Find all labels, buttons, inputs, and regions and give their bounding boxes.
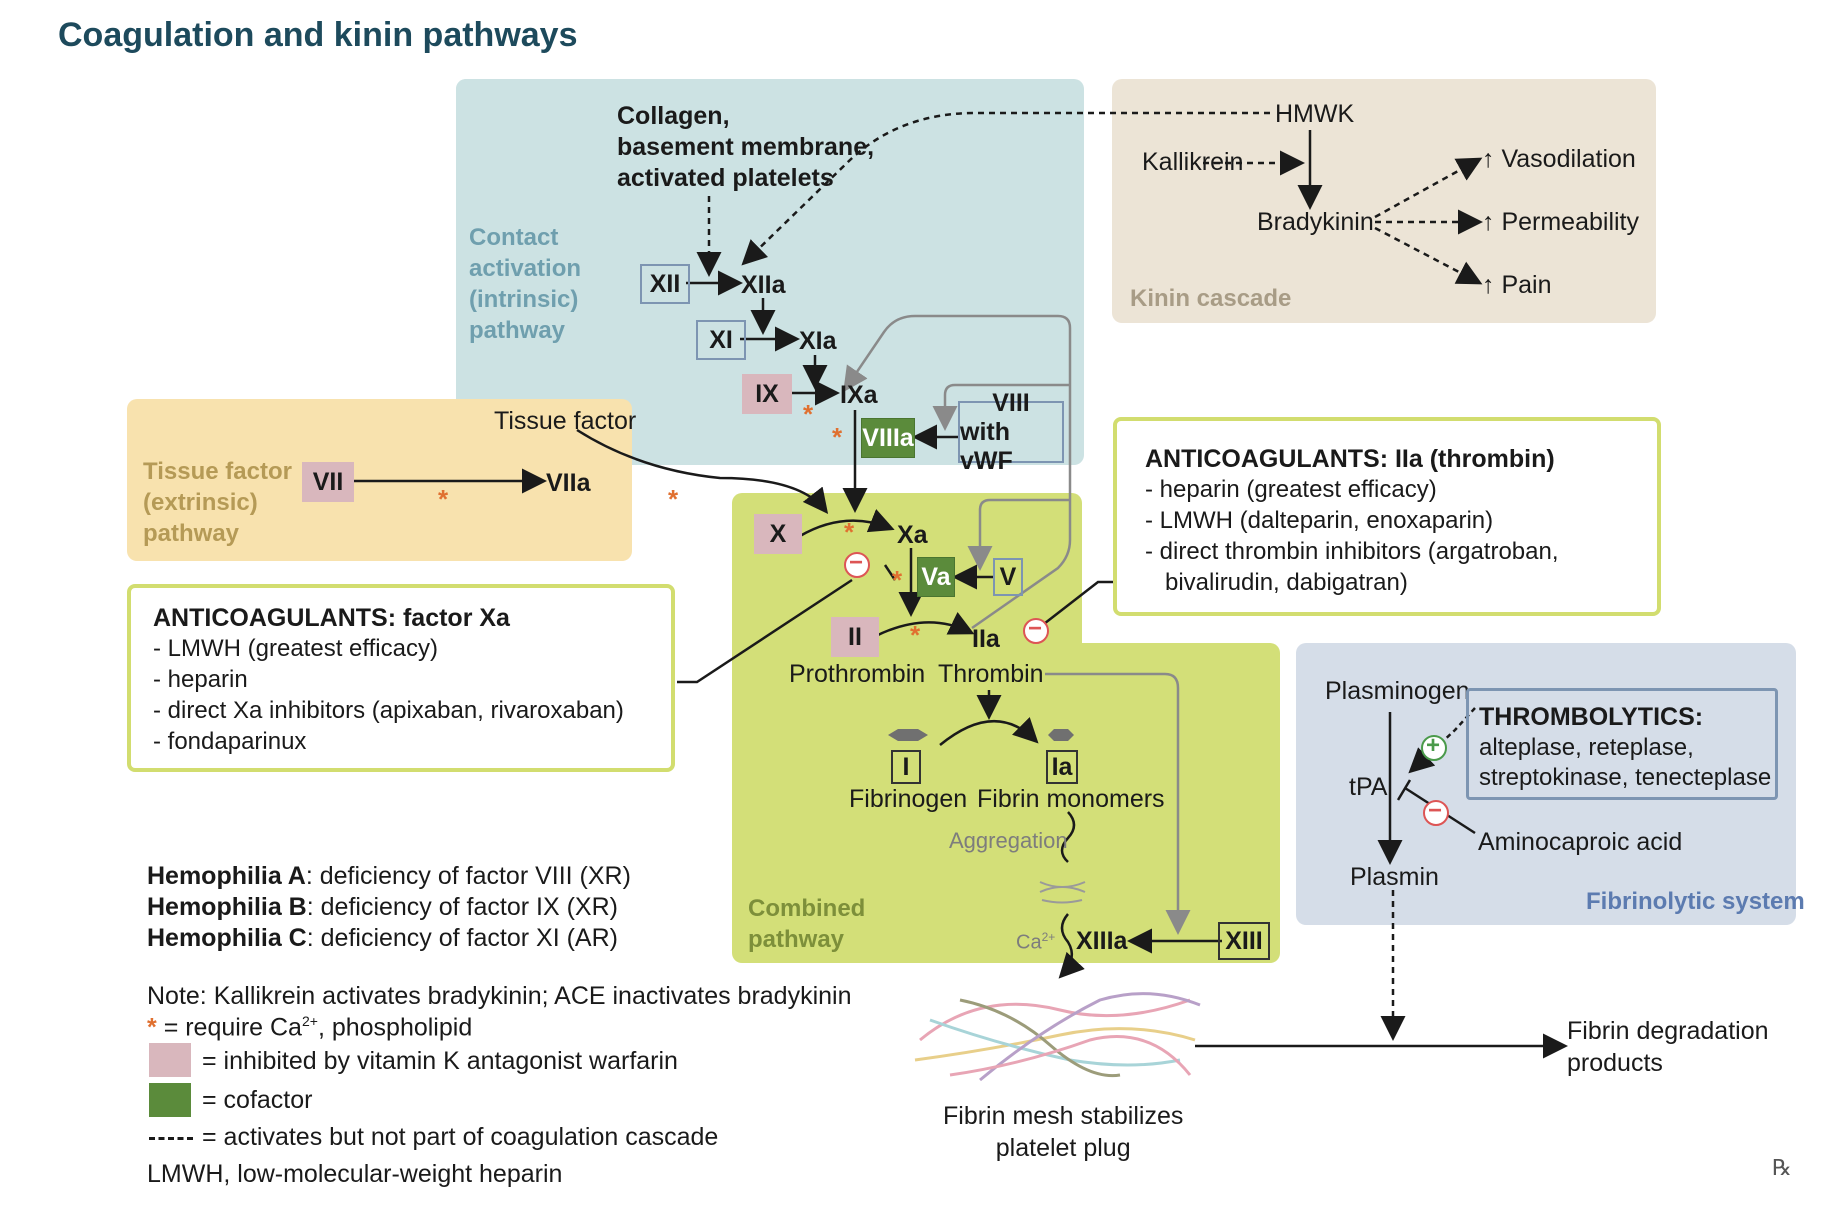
plus-symbol-tpa: + xyxy=(1426,732,1441,759)
aggregation-strands-icon xyxy=(1039,881,1086,904)
anticoag-xa-item: - heparin xyxy=(153,666,248,693)
kallikrein-label: Kallikrein xyxy=(1142,148,1244,176)
fibrin-mesh-icon xyxy=(914,992,1201,1082)
aminocaproic-label: Aminocaproic acid xyxy=(1478,828,1683,856)
pain-label: ↑ Pain xyxy=(1482,271,1552,299)
legend-dashed-line xyxy=(149,1137,193,1140)
kinin-cascade-region xyxy=(1112,79,1656,323)
fibrinogen-hexagon xyxy=(888,729,928,741)
legend-pink-text: = inhibited by vitamin K antagonist warf… xyxy=(202,1047,678,1075)
factor-ix: IX xyxy=(742,374,792,414)
legend-lmwh: LMWH, low-molecular-weight heparin xyxy=(147,1160,563,1188)
plasmin-label: Plasmin xyxy=(1350,863,1439,891)
anticoag-iia-box: ANTICOAGULANTS: IIa (thrombin) - heparin… xyxy=(1113,417,1661,616)
bradykinin-label: Bradykinin xyxy=(1257,208,1374,236)
anticoag-iia-item: - direct thrombin inhibitors (argatroban… xyxy=(1145,538,1559,565)
factor-v: V xyxy=(993,558,1023,596)
legend-pink-swatch xyxy=(149,1043,191,1077)
thrombolytics-item: alteplase, reteplase, xyxy=(1479,734,1694,761)
legend-dashed-text: = activates but not part of coagulation … xyxy=(202,1123,719,1151)
tpa-label: tPA xyxy=(1349,773,1388,801)
anticoag-xa-item: - LMWH (greatest efficacy) xyxy=(153,635,438,662)
inhibit-circle-iia xyxy=(1023,618,1049,644)
asterisk-x: * xyxy=(844,517,855,547)
asterisk-va: * xyxy=(892,565,903,595)
asterisk-viiia: * xyxy=(832,422,843,452)
legend-green-swatch xyxy=(149,1083,191,1117)
permeability-label: ↑ Permeability xyxy=(1482,208,1640,236)
anticoag-iia-item: bivalirudin, dabigatran) xyxy=(1165,569,1408,596)
anticoag-xa-item: - direct Xa inhibitors (apixaban, rivaro… xyxy=(153,697,624,724)
factor-ia: Ia xyxy=(1046,750,1078,784)
fibrinolytic-region-label: Fibrinolytic system xyxy=(1586,888,1805,915)
calcium-label: Ca2+ xyxy=(1016,930,1056,954)
factor-viia: VIIa xyxy=(546,468,591,497)
page-title: Coagulation and kinin pathways xyxy=(58,16,578,54)
vasodilation-label: ↑ Vasodilation xyxy=(1482,145,1636,173)
factor-xa: Xa xyxy=(897,520,928,549)
factor-va: Va xyxy=(917,557,955,597)
rx-logo: ℞ xyxy=(1772,1155,1792,1180)
contact-pathway-region-tail xyxy=(456,79,656,355)
factor-xiiia: XIIIa xyxy=(1076,926,1128,955)
plasminogen-label: Plasminogen xyxy=(1325,677,1470,705)
factor-iia: IIa xyxy=(972,624,1000,653)
factor-vii: VII xyxy=(302,462,354,502)
aggregation-label: Aggregation xyxy=(949,828,1068,853)
factor-i: I xyxy=(891,750,921,784)
fibrin-monomers-label: Fibrin monomers xyxy=(977,785,1165,813)
hemophilia-c: Hemophilia C: deficiency of factor XI (A… xyxy=(147,924,618,952)
thrombolytics-item: streptokinase, tenecteplase xyxy=(1479,764,1772,791)
thrombolytics-title: THROMBOLYTICS: xyxy=(1479,703,1704,731)
factor-ii: II xyxy=(831,617,879,657)
hemophilia-b: Hemophilia B: deficiency of factor IX (X… xyxy=(147,893,618,921)
minus-symbol-tpa: − xyxy=(1428,797,1443,824)
fibrin-monomer-hexagon xyxy=(1048,729,1074,741)
legend-green-text: = cofactor xyxy=(202,1086,313,1114)
factor-xiii: XIII xyxy=(1218,922,1270,960)
minus-symbol-xa: − xyxy=(849,549,864,576)
anticoag-xa-title: ANTICOAGULANTS: factor Xa xyxy=(153,604,510,632)
legend-note: Note: Kallikrein activates bradykinin; A… xyxy=(147,982,852,1010)
inhibit-circle-xa xyxy=(844,552,870,578)
activate-circle-tpa xyxy=(1421,735,1447,761)
factor-viiia: VIIIa xyxy=(861,418,915,458)
factor-x: X xyxy=(754,514,802,554)
contact-inputs: Collagen,basement membrane,activated pla… xyxy=(617,102,875,192)
fibrinogen-label: Fibrinogen xyxy=(849,785,968,813)
asterisk-ixa: * xyxy=(803,399,814,429)
legend-asterisk: * = require Ca2+, phospholipid xyxy=(147,1013,473,1042)
asterisk-viia: * xyxy=(438,484,449,514)
kinin-region-label: Kinin cascade xyxy=(1130,285,1292,312)
factor-ixa: IXa xyxy=(840,380,878,409)
thrombolytics-box: THROMBOLYTICS: alteplase, reteplase, str… xyxy=(1466,688,1778,800)
anticoag-xa-item: - fondaparinux xyxy=(153,728,307,755)
thrombin-label: Thrombin xyxy=(938,660,1044,688)
hemophilia-a: Hemophilia A: deficiency of factor VIII … xyxy=(147,862,631,890)
anticoag-iia-title: ANTICOAGULANTS: IIa (thrombin) xyxy=(1145,445,1555,473)
factor-xi: XI xyxy=(696,320,746,360)
factor-xia: XIa xyxy=(799,326,837,355)
asterisk-tissue: * xyxy=(668,484,679,514)
tissue-factor-label: Tissue factor xyxy=(494,407,637,435)
inhibit-circle-tpa xyxy=(1423,800,1449,826)
prothrombin-label: Prothrombin xyxy=(789,660,926,688)
anticoag-xa-box: ANTICOAGULANTS: factor Xa - LMWH (greate… xyxy=(127,584,675,772)
factor-xii: XII xyxy=(640,264,690,304)
anticoag-iia-item: - heparin (greatest efficacy) xyxy=(1145,476,1437,503)
tissue-region-label: Tissue factor(extrinsic)pathway xyxy=(143,458,292,547)
anticoag-iia-item: - LMWH (dalteparin, enoxaparin) xyxy=(1145,507,1494,534)
asterisk-ii: * xyxy=(910,620,921,650)
factor-xiia: XIIa xyxy=(741,270,786,299)
combined-pathway-region-right xyxy=(1000,643,1280,963)
minus-symbol-iia: − xyxy=(1028,615,1043,642)
hmwk-label: HMWK xyxy=(1275,100,1355,128)
